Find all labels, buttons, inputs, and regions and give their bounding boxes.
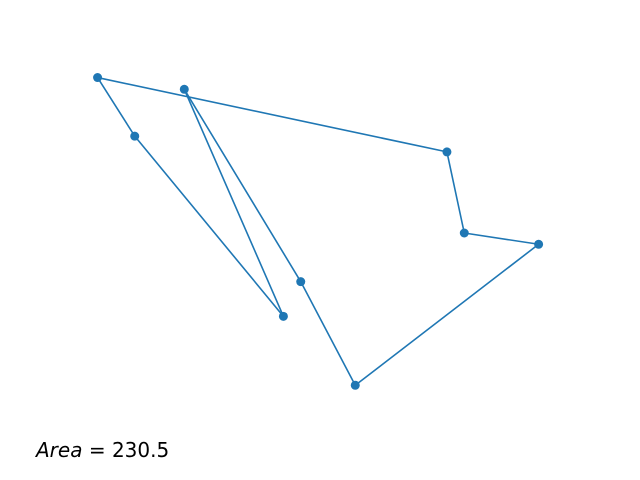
plot-area — [93, 73, 544, 390]
polygon-edge — [299, 280, 357, 387]
polygon-edge — [96, 76, 448, 153]
polygon-edge — [183, 88, 302, 283]
polygon-edge — [354, 243, 540, 387]
area-annotation-equals: = — [82, 438, 112, 462]
polygon-edge — [133, 135, 285, 318]
vertex-point — [442, 147, 452, 157]
polygon-edge — [183, 88, 285, 318]
polygon-edge — [446, 151, 466, 234]
vertex-point — [179, 84, 189, 94]
vertex-point — [278, 311, 288, 321]
area-annotation-symbol: Area — [36, 438, 83, 462]
vertex-point — [93, 73, 103, 83]
polygon-edge — [463, 232, 540, 246]
area-annotation-value: 230.5 — [111, 438, 170, 462]
vertex-point — [130, 131, 140, 141]
vertex-point — [534, 239, 544, 249]
polygon-edge — [96, 76, 136, 137]
vertex-point — [459, 228, 469, 238]
vertex-point — [296, 277, 306, 287]
vertex-point — [350, 380, 360, 390]
area-annotation: Area = 230.5 — [36, 438, 169, 462]
